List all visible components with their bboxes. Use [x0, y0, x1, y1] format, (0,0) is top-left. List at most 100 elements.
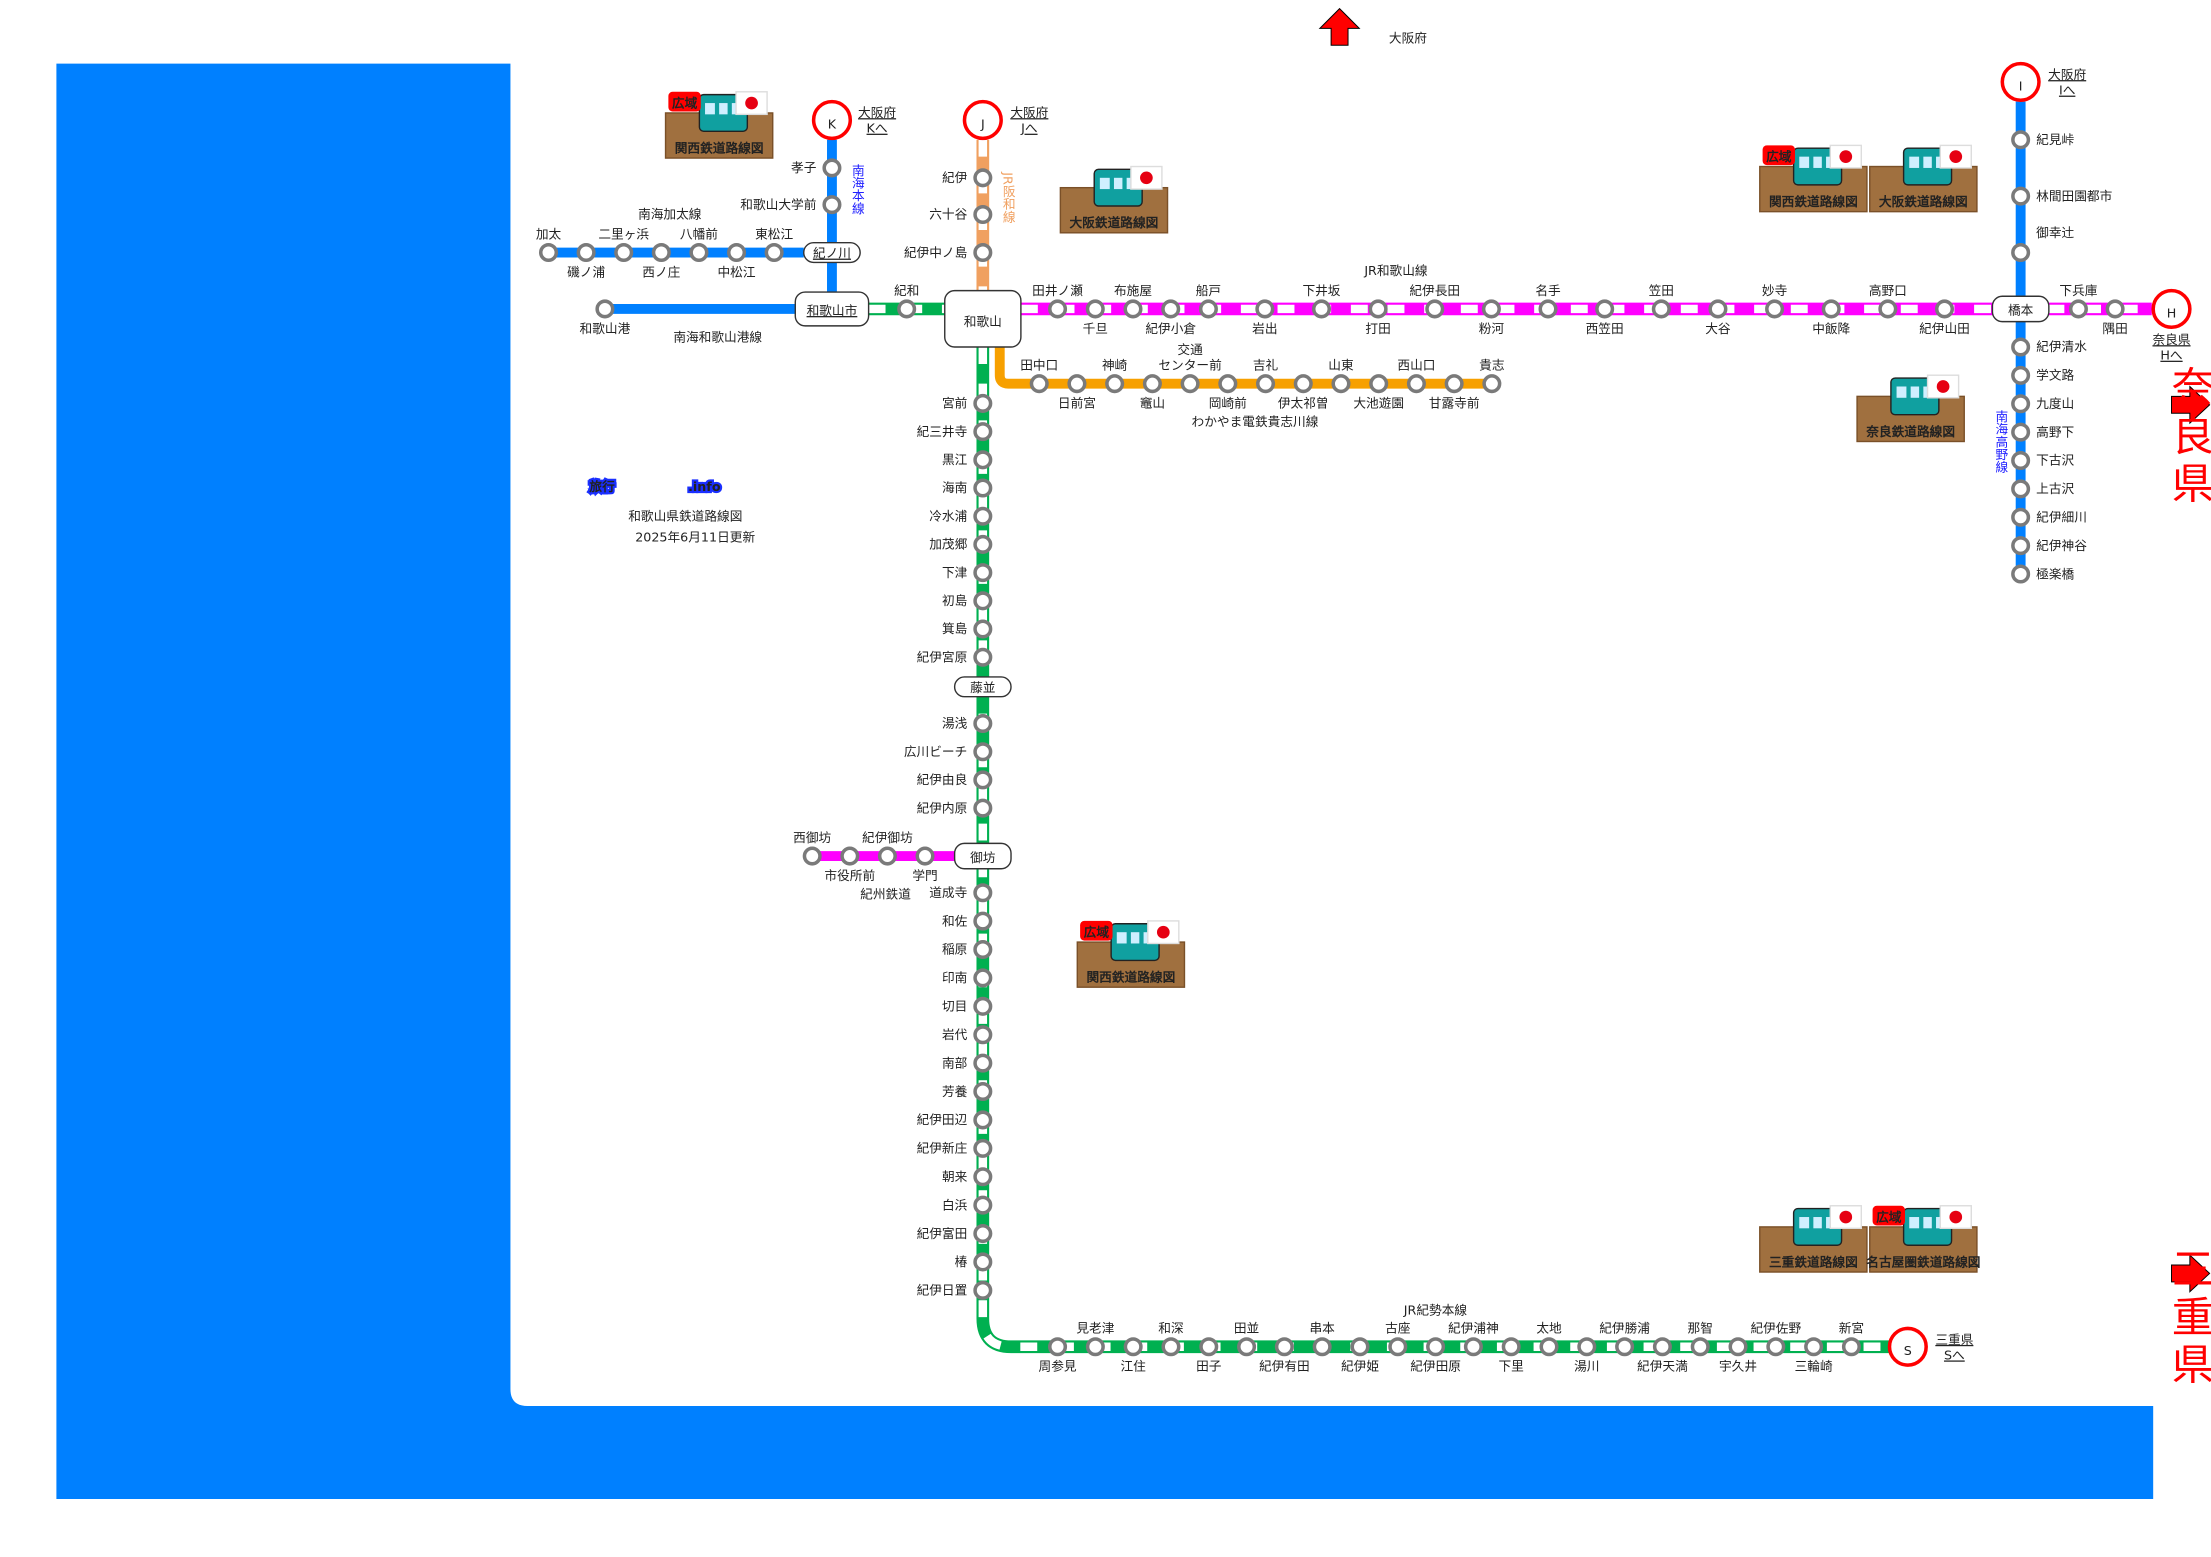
station-marker: [539, 243, 559, 263]
station-label: 紀伊内原: [917, 800, 968, 815]
station-marker: [973, 911, 993, 931]
station-marker: [973, 1167, 993, 1187]
line-name-nankai-main: 南海本線: [850, 163, 865, 215]
train-window: [1896, 386, 1907, 398]
station-marker: [973, 968, 993, 988]
station-label: 紀伊有田: [1259, 1359, 1310, 1374]
station-label: 千旦: [1083, 321, 1108, 336]
station-label: 新宮: [1839, 1321, 1864, 1336]
station-label: 宇久井: [1719, 1359, 1757, 1374]
station-marker: [1501, 1337, 1521, 1357]
station-box: [794, 291, 870, 327]
station-marker: [1766, 1337, 1786, 1357]
station-label: 紀伊佐野: [1750, 1321, 1801, 1336]
station-marker: [973, 770, 993, 790]
line-name-kishu: 紀州鉄道: [860, 886, 911, 901]
station-label: 高野下: [2036, 424, 2074, 439]
station-label: 芳養: [942, 1084, 968, 1099]
line-name-jr-hanwa: JR阪和線: [1001, 171, 1016, 223]
jr-kisei-line: [976, 347, 1890, 1354]
station-marker: [1728, 1337, 1748, 1357]
station-marker: [973, 798, 993, 818]
station-label: 粉河: [1479, 321, 1505, 336]
station-label: 布施屋: [1114, 283, 1152, 298]
station-label: 白浜: [942, 1197, 968, 1212]
terminal-link[interactable]: 大阪府: [1010, 105, 1048, 120]
station-marker: [1123, 299, 1143, 319]
direction-osaka: 大阪府: [1389, 30, 1427, 45]
station-marker: [1237, 1337, 1257, 1357]
station-label: 古座: [1385, 1321, 1411, 1336]
station-label: 神崎: [1102, 358, 1128, 373]
flag-sun: [1839, 1210, 1853, 1224]
station-marker: [973, 1025, 993, 1045]
map-link-label[interactable]: 関西鉄道路線図: [675, 140, 764, 155]
station-marker: [1444, 374, 1464, 394]
map-link-label[interactable]: 大阪鉄道路線図: [1070, 215, 1159, 230]
arrow-up-icon: [1318, 7, 1361, 46]
map-link-button[interactable]: 三重鉄道路線図: [1759, 1205, 1868, 1273]
station-fujinami-label: 藤並: [970, 680, 995, 695]
train-window: [1910, 386, 1920, 398]
terminal-link[interactable]: Kへ: [867, 121, 888, 136]
station-box: [944, 289, 1022, 348]
station-label: 和歌山港: [580, 321, 631, 336]
map-link-label[interactable]: 名古屋圏鉄道路線図: [1866, 1254, 1980, 1269]
map-link-label[interactable]: 大阪鉄道路線図: [1879, 194, 1968, 209]
wide-area-badge: [1080, 920, 1113, 941]
terminal-link[interactable]: Hへ: [2160, 348, 2183, 363]
station-marker: [595, 299, 615, 319]
terminal-link[interactable]: 大阪府: [858, 105, 896, 120]
map-link-label[interactable]: 関西鉄道路線図: [1086, 970, 1175, 985]
station-label: 見老津: [1076, 1321, 1114, 1336]
station-marker: [973, 563, 993, 583]
flag-sun: [745, 96, 758, 110]
station-wakayamashi[interactable]: 和歌山市: [794, 291, 870, 327]
line-name-jr-kisei: JR紀勢本線: [1403, 1302, 1468, 1317]
station-wakayamashi-label[interactable]: 和歌山市: [807, 303, 858, 318]
station-kinokawa-label[interactable]: 紀ノ川: [813, 246, 851, 261]
terminal-link[interactable]: 大阪府: [2048, 67, 2086, 82]
line-name-jr-wakayama: JR和歌山線: [1363, 263, 1428, 278]
station-marker: [764, 243, 784, 263]
station-label: 和深: [1158, 1321, 1184, 1336]
station-marker: [973, 647, 993, 667]
terminal-link[interactable]: 三重県: [1935, 1332, 1973, 1347]
terminal-link[interactable]: Jへ: [1020, 121, 1038, 136]
map-link-label[interactable]: 関西鉄道路線図: [1769, 194, 1858, 209]
station-marker: [1595, 299, 1615, 319]
line-name-nankai-kada: 南海加太線: [638, 207, 702, 222]
station-label: 紀伊神谷: [2036, 538, 2087, 553]
station-kinokawa[interactable]: 紀ノ川: [803, 241, 861, 264]
station-marker: [2011, 451, 2031, 471]
station-marker: [1255, 299, 1275, 319]
station-label: 下兵庫: [2059, 283, 2097, 298]
station-marker: [1085, 299, 1105, 319]
flag-sun: [1140, 171, 1153, 185]
station-marker: [2011, 564, 2031, 584]
station-marker: [1123, 1337, 1143, 1357]
train-window: [1116, 932, 1127, 944]
terminal-link[interactable]: Iへ: [2059, 83, 2076, 98]
station-label: 田中口: [1020, 358, 1058, 373]
station-marker: [973, 506, 993, 526]
station-marker: [2011, 337, 2031, 357]
map-link-label[interactable]: 奈良鉄道路線図: [1865, 424, 1955, 439]
terminal-link[interactable]: Sへ: [1944, 1347, 1965, 1362]
station-label: 極楽橋: [2036, 566, 2074, 581]
station-marker: [1331, 374, 1351, 394]
station-label: 加茂郷: [929, 537, 967, 552]
map-link-label[interactable]: 三重鉄道路線図: [1769, 1254, 1858, 1269]
station-marker: [1463, 1337, 1483, 1357]
map-link-button[interactable]: 奈良鉄道路線図: [1856, 374, 1965, 443]
sea-area: [56, 63, 2154, 1500]
line-name-kishigawa: わかやま電鉄貴志川線: [1192, 414, 1319, 429]
map-link-button[interactable]: 大阪鉄道路線図: [1059, 165, 1169, 234]
station-label: 和佐: [942, 913, 968, 928]
terminal-link[interactable]: 奈良県: [2152, 332, 2190, 347]
map-link-button[interactable]: 大阪鉄道路線図: [1869, 144, 1978, 213]
